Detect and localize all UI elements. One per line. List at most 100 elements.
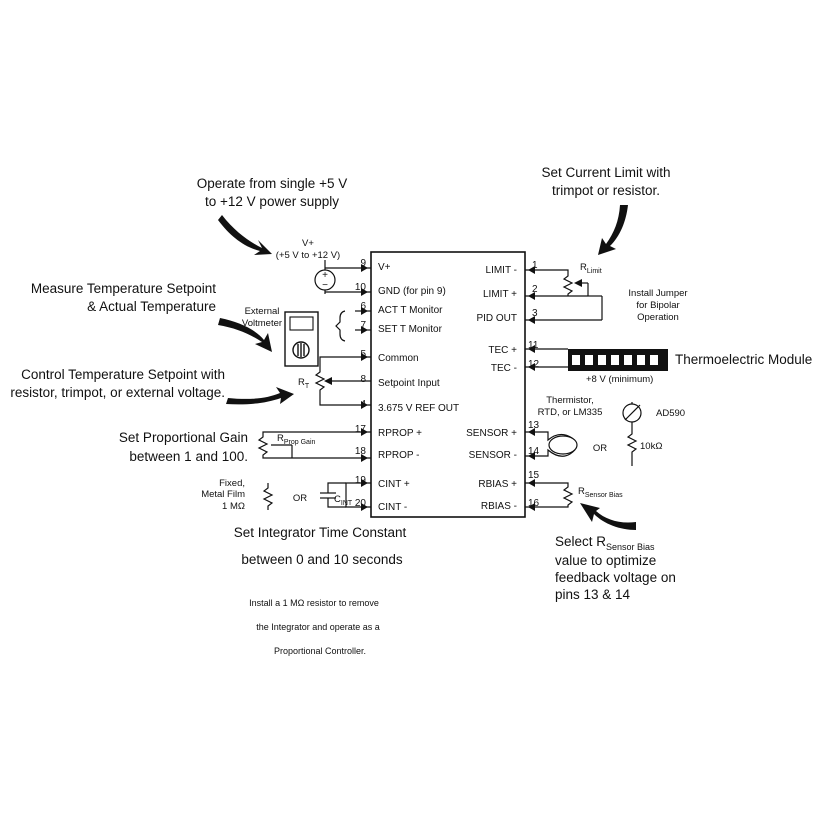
pin-number: 7 [360, 320, 366, 331]
currentlimit-note: trimpot or resistor. [552, 183, 660, 198]
pin-label: RPROP - [378, 450, 420, 461]
thermistor-icon [548, 435, 578, 455]
pin-number: 9 [360, 258, 366, 269]
footnote: the Integrator and operate as a [256, 622, 380, 632]
cint-label: CINT [334, 494, 353, 507]
power-note: to +12 V power supply [205, 194, 339, 209]
integrator-note: Set Integrator Time Constant [234, 525, 407, 540]
rt-label: RT [298, 377, 310, 390]
callout-arrow-current-limit [598, 205, 628, 255]
select-note: pins 13 & 14 [555, 587, 631, 602]
integrator-circuit [262, 479, 371, 511]
callout-arrow-select [580, 503, 636, 530]
callout-arrow-power [218, 215, 272, 255]
tec-circuit [525, 345, 668, 371]
pin-label: RPROP + [378, 428, 422, 439]
jumper-note: Operation [637, 312, 679, 323]
integrator-note: between 0 and 10 seconds [241, 552, 403, 567]
select-note: value to optimize [555, 553, 656, 568]
fixed-resistor-label: Metal Film [201, 489, 245, 500]
thermistor-label: RTD, or LM335 [538, 407, 603, 418]
rbias-circuit [525, 479, 574, 511]
or-label: OR [293, 493, 307, 504]
pin-number: 19 [355, 475, 367, 486]
pin-number: 20 [355, 498, 367, 509]
pin-number: 17 [355, 424, 367, 435]
jumper-note: for Bipolar [636, 300, 679, 311]
footnote: Install a 1 MΩ resistor to remove [249, 598, 379, 608]
power-supply-circuit: + − [314, 260, 371, 296]
pin-number: 8 [360, 374, 366, 385]
pin-number: 1 [532, 260, 538, 271]
measure-note: & Actual Temperature [87, 299, 216, 314]
svg-text:−: − [322, 280, 328, 291]
thermistor-label: Thermistor, [546, 395, 594, 406]
voltmeter-label: External [245, 306, 280, 317]
footnote: Proportional Controller. [274, 646, 366, 656]
pin-label: ACT T Monitor [378, 305, 443, 316]
pin-number: 2 [532, 284, 538, 295]
callout-arrows [218, 205, 636, 530]
rprop-label: RProp Gain [277, 433, 315, 446]
or-label: OR [593, 443, 607, 454]
fixed-resistor-label: Fixed, [219, 478, 245, 489]
10k-resistor-label: 10kΩ [640, 441, 662, 452]
pin-number: 10 [355, 282, 367, 293]
pin-label: Setpoint Input [378, 378, 440, 389]
setpoint-trimpot-circuit [314, 353, 371, 409]
vplus-label: V+ [302, 238, 314, 249]
callout-arrow-measure [218, 318, 272, 352]
pin-number: 15 [528, 470, 540, 481]
left-pins: V+ 9 GND (for pin 9) 10 ACT T Monitor 6 … [355, 258, 459, 513]
pin-label: SENSOR + [466, 428, 517, 439]
svg-text:+: + [322, 270, 328, 281]
pin-number: 13 [528, 420, 540, 431]
propgain-note: Set Proportional Gain [119, 430, 248, 445]
current-limit-circuit [525, 266, 603, 324]
pin-label: TEC + [488, 345, 517, 356]
fixed-resistor-label: 1 MΩ [222, 501, 245, 512]
pin-number: 18 [355, 446, 367, 457]
callout-arrow-control [226, 387, 294, 405]
rlimit-label: RLimit [580, 262, 602, 275]
control-note: Control Temperature Setpoint with [21, 367, 225, 382]
propgain-note: between 1 and 100. [129, 449, 248, 464]
tec-module-label: Thermoelectric Module [675, 352, 812, 367]
pin-label: Common [378, 353, 419, 364]
ad590-label: AD590 [656, 408, 685, 419]
vplus-range-label: (+5 V to +12 V) [276, 250, 340, 261]
pin-label: CINT + [378, 479, 410, 490]
pin-number: 3 [532, 308, 538, 319]
measure-note: Measure Temperature Setpoint [31, 281, 216, 296]
pin-label: PID OUT [476, 313, 517, 324]
power-note: Operate from single +5 V [197, 176, 347, 191]
pin-label: GND (for pin 9) [378, 286, 446, 297]
pin-label: TEC - [491, 363, 517, 374]
rprop-circuit [257, 428, 371, 462]
pin-label: V+ [378, 262, 391, 273]
voltmeter-circuit [284, 307, 371, 367]
pin-number: 16 [528, 498, 540, 509]
pin-label: 3.675 V REF OUT [378, 403, 459, 414]
pin-label: RBIAS + [478, 479, 517, 490]
pin-label: RBIAS - [481, 501, 517, 512]
controller-chip-body [370, 251, 526, 518]
pin-number: 11 [528, 340, 539, 351]
voltage-source-symbol [314, 269, 336, 291]
pin-label: SET T Monitor [378, 324, 443, 335]
currentlimit-note: Set Current Limit with [541, 165, 670, 180]
pin-label: LIMIT + [483, 289, 517, 300]
pin-number: 6 [360, 301, 366, 312]
thermoelectric-module-icon [568, 349, 668, 371]
pin-label: LIMIT - [486, 265, 517, 276]
select-note: feedback voltage on [555, 570, 676, 585]
jumper-note: Install Jumper [628, 288, 687, 299]
control-note: resistor, trimpot, or external voltage. [10, 385, 225, 400]
voltmeter-label: Voltmeter [242, 318, 282, 329]
rsensor-label: RSensor Bias [578, 486, 623, 499]
pin-label: CINT - [378, 502, 407, 513]
select-note: Select RSensor Bias [555, 534, 655, 552]
pin-label: SENSOR - [469, 450, 517, 461]
tec-voltage-label: +8 V (minimum) [586, 374, 653, 385]
